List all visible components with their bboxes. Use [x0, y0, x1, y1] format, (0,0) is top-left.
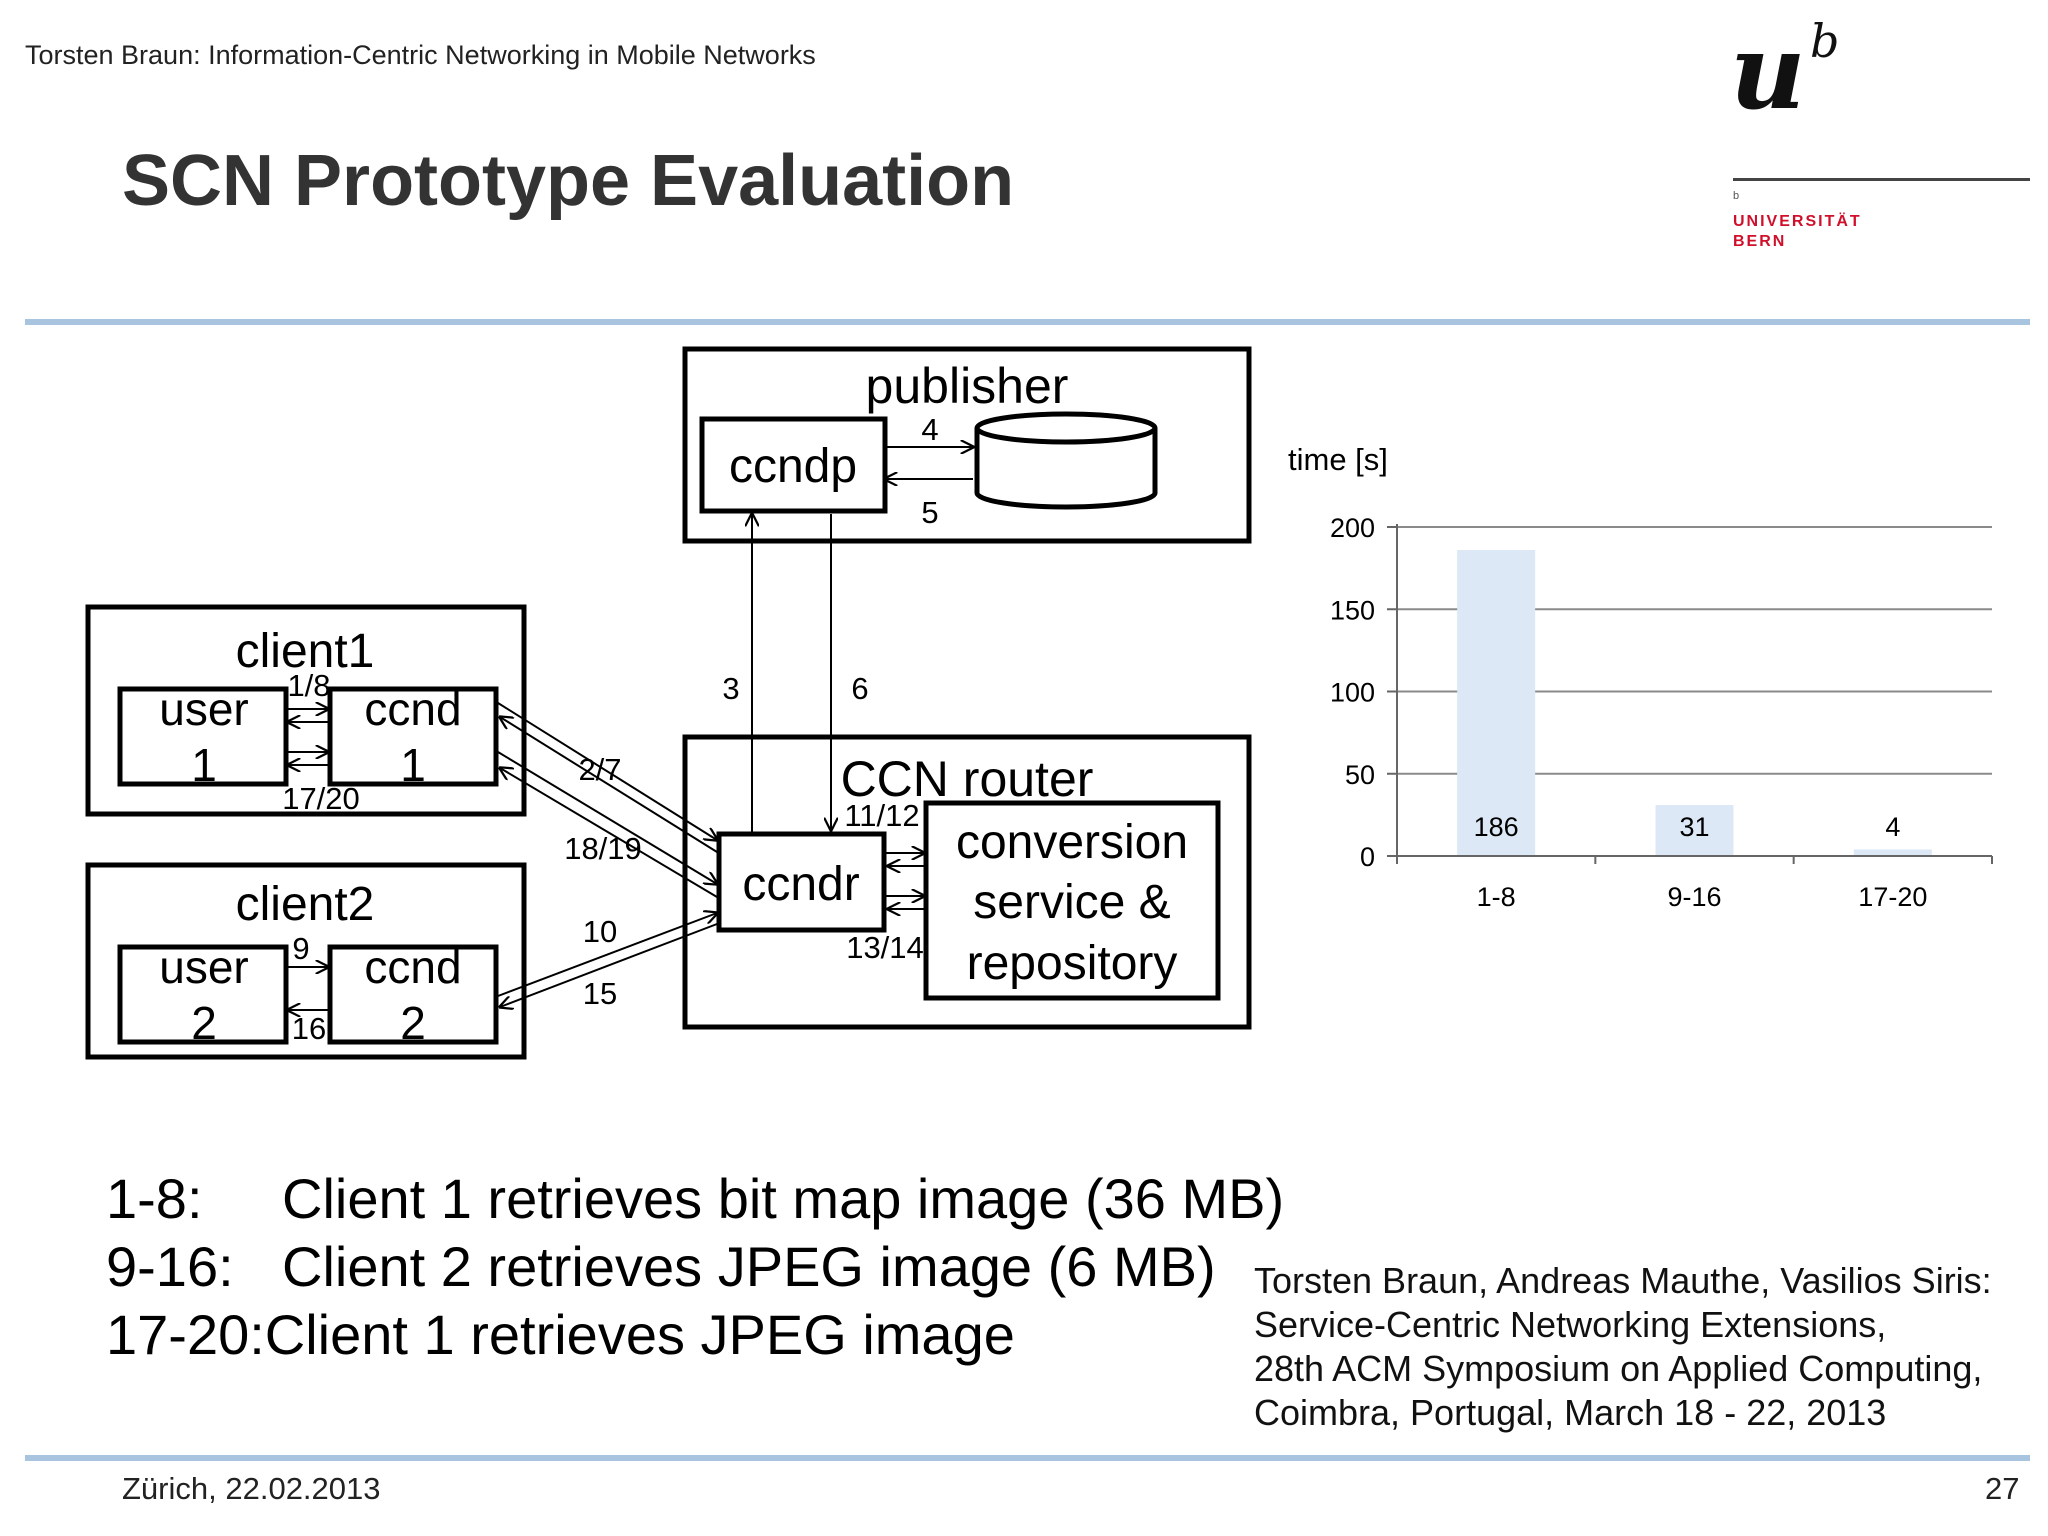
legend-line-2: 9-16: Client 2 retrieves JPEG image (6 MB…	[106, 1234, 1284, 1302]
chart-data-label: 4	[1885, 812, 1900, 842]
conversion-service-box	[923, 800, 1221, 1001]
step-label-5: 5	[921, 495, 938, 530]
step-label-3: 3	[722, 671, 739, 706]
chart-value-labels: 186 31 4	[1474, 812, 1901, 842]
step-legend: 1-8: Client 1 retrieves bit map image (36…	[106, 1166, 1284, 1370]
step-label-2-7: 2/7	[578, 752, 621, 787]
logo-mark-u: u	[1730, 10, 1806, 133]
chart-bar	[1853, 849, 1932, 856]
step-label-16: 16	[292, 1011, 326, 1046]
slide-title: SCN Prototype Evaluation	[122, 141, 1015, 221]
reference-line-3: 28th ACM Symposium on Applied Computing,	[1254, 1348, 1983, 1389]
legend-text: Client 1 retrieves bit map image (36 MB)	[282, 1167, 1285, 1230]
logo-university-line2: BERN	[1733, 233, 1787, 250]
legend-key: 1-8:	[106, 1167, 203, 1230]
slide-header: Torsten Braun: Information-Centric Netwo…	[25, 40, 816, 70]
ccnd1-box	[327, 686, 499, 787]
publisher-box	[682, 346, 1252, 544]
user1-label-line2: 1	[191, 739, 217, 791]
logo-university-line1: UNIVERSITÄT	[1733, 213, 1862, 230]
chart-data-label: 31	[1679, 812, 1709, 842]
chart-data-label: 186	[1474, 812, 1519, 842]
legend-key: 17-20:	[106, 1303, 265, 1366]
step-label-15: 15	[583, 976, 617, 1011]
step-label-1-8: 1/8	[287, 668, 330, 703]
user1-box	[117, 686, 289, 787]
logo-university-name: UNIVERSITÄT BERN	[1733, 212, 1862, 252]
page-number: 27	[1985, 1471, 2020, 1506]
ccn-router-box	[682, 734, 1252, 1030]
step-label-13-14: 13/14	[846, 930, 924, 965]
bottom-rule	[25, 1455, 2030, 1461]
client1-label: client1	[236, 625, 375, 678]
footer-date: Zürich, 22.02.2013	[122, 1471, 381, 1506]
step-label-18-19: 18/19	[564, 831, 642, 866]
chart-y-tick-label: 150	[1330, 595, 1375, 625]
time-bar-chart: time [s] 0 50 100 150 200 186 31 4 1-8 9-16 17-2…	[1288, 442, 1993, 912]
user2-box	[117, 944, 289, 1045]
chart-y-tick-label: 50	[1345, 760, 1375, 790]
ccnd2-label-line2: 2	[400, 997, 426, 1049]
conversion-label-line1: conversion	[956, 816, 1188, 869]
chart-bars	[1457, 550, 1932, 856]
reference-line-4: Coimbra, Portugal, March 18 - 22, 2013	[1254, 1392, 1887, 1433]
conversion-label-line2: service &	[973, 876, 1170, 929]
step-label-17-20: 17/20	[282, 781, 360, 816]
chart-y-axis-label: time [s]	[1288, 442, 1388, 477]
chart-axes	[1396, 524, 1993, 864]
step-label-6: 6	[851, 671, 868, 706]
reference-line-2: Service-Centric Networking Extensions,	[1254, 1304, 1887, 1345]
chart-bar	[1457, 550, 1536, 856]
logo-mark-b: b	[1810, 14, 1840, 68]
client2-box	[85, 862, 527, 1060]
chart-x-tick-label: 9-16	[1667, 882, 1721, 912]
chart-x-tick-label: 1-8	[1477, 882, 1516, 912]
chart-x-ticks: 1-8 9-16 17-20	[1477, 882, 1928, 912]
conversion-label-line3: repository	[967, 937, 1178, 990]
top-rule	[25, 319, 2030, 325]
legend-text: Client 2 retrieves JPEG image (6 MB)	[282, 1235, 1216, 1298]
chart-y-ticks: 0 50 100 150 200	[1330, 513, 1397, 872]
chart-y-tick-label: 200	[1330, 513, 1375, 543]
chart-y-tick-label: 100	[1330, 678, 1375, 708]
publisher-label: publisher	[866, 358, 1069, 414]
chart-x-tick-label: 17-20	[1858, 882, 1927, 912]
step-label-9: 9	[292, 931, 309, 966]
ccnd2-label-line1: ccnd	[364, 941, 461, 993]
ccn-router-label: CCN router	[841, 751, 1094, 807]
ccnd2-box	[327, 944, 499, 1045]
ccndp-label: ccndp	[729, 440, 857, 493]
client1-box	[85, 604, 527, 817]
step-label-11-12: 11/12	[844, 798, 919, 833]
step-label-4: 4	[921, 412, 938, 447]
chart-y-tick-label: 0	[1360, 842, 1375, 872]
step-label-10: 10	[583, 914, 617, 949]
user2-label-line1: user	[159, 941, 248, 993]
database-icon	[974, 411, 1158, 510]
client2-label: client2	[236, 878, 375, 931]
ccnd1-label-line1: ccnd	[364, 683, 461, 735]
legend-line-3: 17-20:Client 1 retrieves JPEG image	[106, 1302, 1284, 1370]
message-arrows	[286, 447, 973, 1010]
user1-label-line1: user	[159, 683, 248, 735]
ccndr-label: ccndr	[742, 858, 859, 911]
legend-key: 9-16:	[106, 1235, 234, 1298]
logo-small-b: b	[1733, 190, 1740, 202]
chart-bar	[1655, 805, 1734, 856]
paper-reference: Torsten Braun, Andreas Mauthe, Vasilios …	[1254, 1259, 1992, 1435]
user2-label-line2: 2	[191, 997, 217, 1049]
legend-text: Client 1 retrieves JPEG image	[264, 1303, 1015, 1366]
ccnd1-label-line2: 1	[400, 739, 426, 791]
ccndp-box	[699, 416, 888, 514]
reference-line-1: Torsten Braun, Andreas Mauthe, Vasilios …	[1254, 1260, 1992, 1301]
logo-divider	[1733, 178, 2030, 181]
legend-line-1: 1-8: Client 1 retrieves bit map image (36…	[106, 1166, 1284, 1234]
